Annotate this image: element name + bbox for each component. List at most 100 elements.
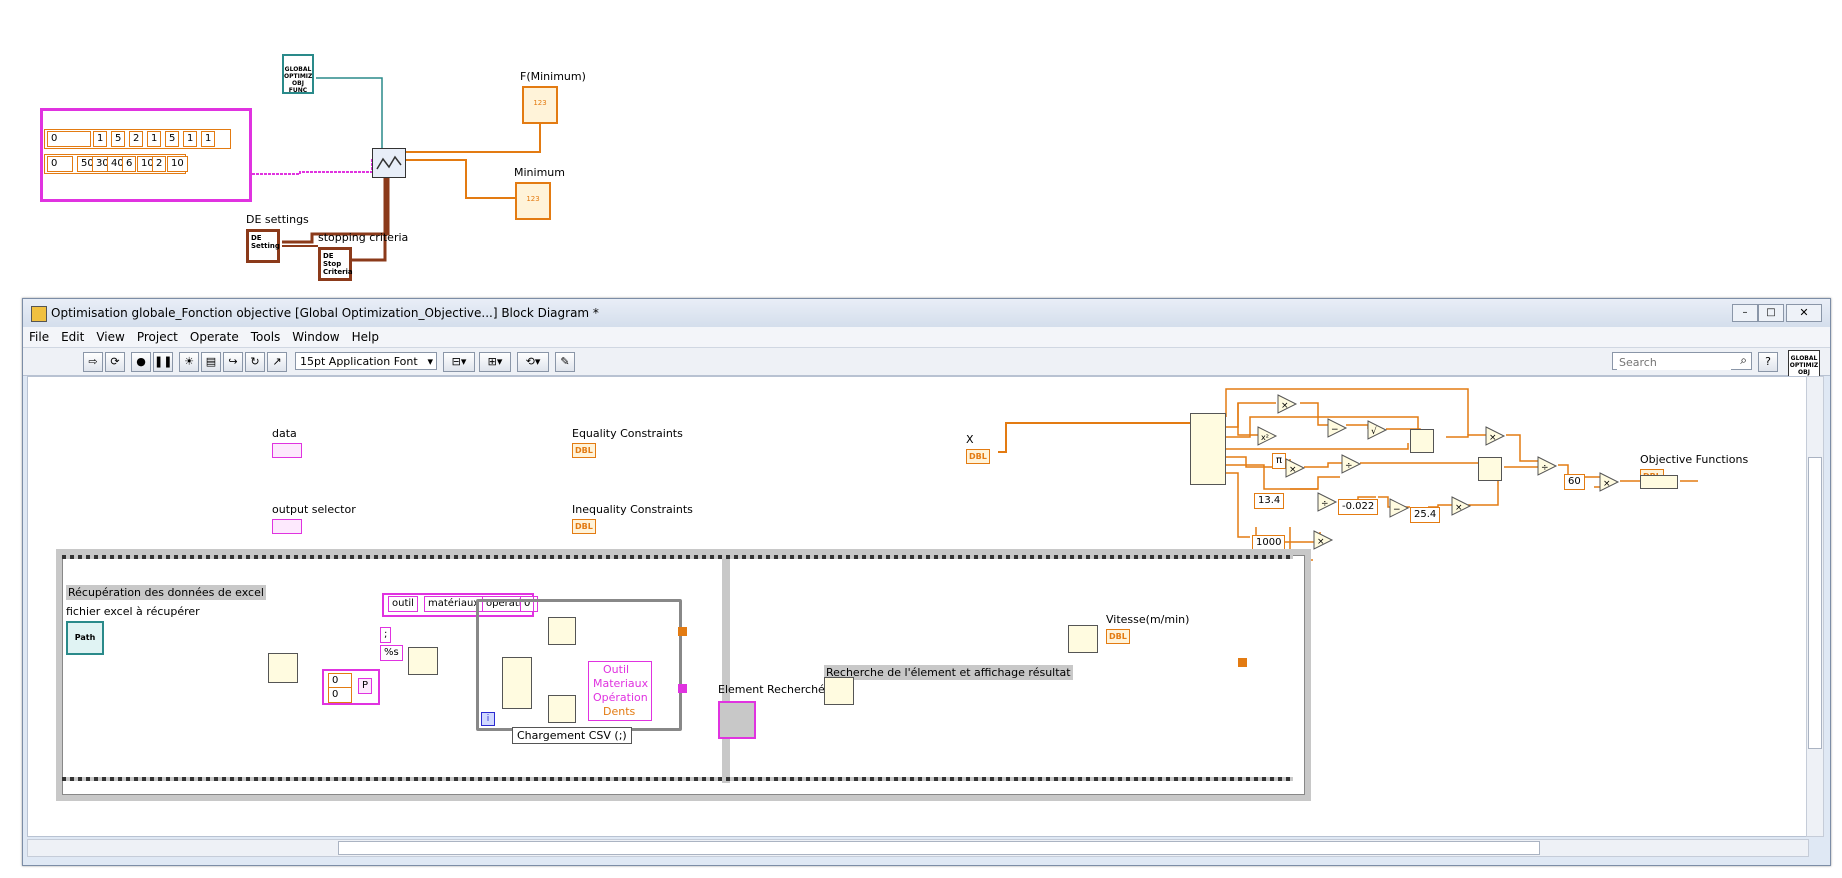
menu-edit[interactable]: Edit	[61, 330, 85, 344]
pause-icon[interactable]: ❚❚	[153, 352, 173, 372]
array-cell[interactable]: 5	[165, 131, 180, 147]
compound-add-node[interactable]	[1410, 429, 1434, 453]
close-button[interactable]: ✕	[1786, 304, 1822, 322]
index-array-node-2[interactable]	[502, 657, 532, 709]
array-cell[interactable]: 1	[201, 131, 216, 147]
minimize-button[interactable]: –	[1732, 304, 1758, 322]
vitesse-terminal[interactable]: DBL	[1106, 629, 1130, 644]
step-into-icon[interactable]: ↪	[223, 352, 243, 372]
const-60[interactable]: 60	[1564, 474, 1585, 490]
stopping-criteria-node[interactable]: DE Stop Criteria	[318, 247, 353, 281]
menu-operate[interactable]: Operate	[189, 330, 239, 344]
p-const[interactable]: P	[358, 678, 373, 694]
array-cell[interactable]: 6	[122, 156, 137, 172]
multiply-node-6[interactable]: ×	[1313, 530, 1334, 550]
index-const-2[interactable]: 0	[328, 687, 352, 703]
cluster-materiaux[interactable]: matériaux	[424, 596, 484, 612]
read-file-node[interactable]	[268, 653, 298, 683]
output-selector-terminal[interactable]	[272, 519, 302, 534]
const-13-4[interactable]: 13.4	[1254, 493, 1285, 509]
cleanup-diagram-icon[interactable]: ✎	[555, 352, 575, 372]
diagram-canvas[interactable]: data output selector Equality Constraint…	[27, 376, 1809, 837]
search-array-node[interactable]	[824, 677, 854, 705]
unbundle-node-2[interactable]	[548, 695, 576, 723]
maximize-button[interactable]: □	[1758, 304, 1784, 322]
abort-icon[interactable]: ●	[131, 352, 151, 372]
retain-values-icon[interactable]: ▤	[201, 352, 221, 372]
menu-view[interactable]: View	[96, 330, 125, 344]
index-array-node[interactable]	[1190, 413, 1226, 485]
sqrt-node[interactable]: √	[1367, 420, 1388, 440]
output-dents: Dents	[603, 705, 636, 718]
multiply-node-5[interactable]: ×	[1451, 496, 1472, 516]
compound-multiply-node[interactable]	[1478, 457, 1502, 481]
unbundle-node[interactable]	[548, 617, 576, 645]
array-index[interactable]: 0	[47, 131, 91, 147]
const-neg-0-022[interactable]: -0.022	[1338, 499, 1379, 515]
index-array-node-3[interactable]	[1068, 625, 1098, 653]
horizontal-scrollbar[interactable]	[27, 839, 1809, 857]
divide-node[interactable]: ÷	[1341, 454, 1362, 474]
font-selector[interactable]: 15pt Application Font ▾	[295, 352, 437, 370]
multiply-node-2[interactable]: ×	[1485, 426, 1506, 446]
array-index[interactable]: 0	[47, 156, 73, 172]
menu-file[interactable]: File	[29, 330, 50, 344]
solver-node[interactable]	[372, 148, 406, 178]
pi-constant[interactable]: π	[1272, 453, 1287, 469]
menu-project[interactable]: Project	[136, 330, 178, 344]
inequality-constraints-terminal[interactable]: DBL	[572, 519, 596, 534]
help-icon[interactable]: ?	[1758, 352, 1778, 372]
global-icon-text: GLOBAL OPTIMIZ OBJ FUNC	[284, 66, 313, 94]
divide-node-2[interactable]: ÷	[1537, 456, 1558, 476]
de-settings-node[interactable]: DE Setting	[246, 229, 280, 263]
menu-window[interactable]: Window	[292, 330, 340, 344]
subtract-node-2[interactable]: −	[1389, 498, 1410, 518]
element-recherche-control[interactable]	[718, 701, 756, 739]
cluster-outil[interactable]: outil	[388, 596, 418, 612]
horizontal-scroll-thumb[interactable]	[338, 841, 1540, 855]
menu-help[interactable]: Help	[351, 330, 379, 344]
global-optimiz-icon[interactable]: GLOBAL OPTIMIZ OBJ FUNC	[282, 54, 314, 94]
array-row-2: 0 50 30 40 6 10 2 10	[44, 154, 188, 174]
to-dbl-node[interactable]	[1640, 475, 1678, 489]
run-arrow-icon[interactable]: ⇨	[83, 352, 103, 372]
equality-constraints-terminal[interactable]: DBL	[572, 443, 596, 458]
array-cell[interactable]: 10	[167, 156, 188, 172]
format-const[interactable]: %s	[380, 645, 403, 661]
square-node[interactable]: x²	[1257, 426, 1278, 446]
svg-text:÷: ÷	[1541, 463, 1549, 473]
step-out-icon[interactable]: ↗	[267, 352, 287, 372]
step-over-icon[interactable]: ↻	[245, 352, 265, 372]
array-cell[interactable]: 2	[152, 156, 167, 172]
spreadsheet-string-node[interactable]	[408, 647, 438, 675]
stopping-icon-text: DE Stop Criteria	[323, 252, 353, 276]
minimum-indicator[interactable]: 123	[515, 182, 551, 220]
multiply-node-4[interactable]: ×	[1599, 472, 1620, 492]
data-terminal[interactable]	[272, 443, 302, 458]
highlight-bulb-icon[interactable]: ☀	[179, 352, 199, 372]
subtract-node[interactable]: −	[1327, 418, 1348, 438]
search-icon[interactable]: ⌕	[1740, 353, 1747, 367]
vertical-scroll-thumb[interactable]	[1808, 457, 1822, 749]
multiply-node[interactable]: ×	[1277, 394, 1298, 414]
array-cell[interactable]: 5	[111, 131, 126, 147]
reorder-icon[interactable]: ⟲▾	[517, 352, 549, 372]
path-control[interactable]: Path	[66, 621, 104, 655]
vertical-scrollbar[interactable]	[1806, 376, 1824, 837]
search-box[interactable]: ⌕	[1612, 352, 1752, 370]
f-minimum-indicator[interactable]: 123	[522, 86, 558, 124]
separator-const[interactable]: ;	[380, 627, 392, 643]
menu-tools[interactable]: Tools	[250, 330, 281, 344]
run-continuous-icon[interactable]: ⟳	[105, 352, 125, 372]
distribute-objects-icon[interactable]: ⊞▾	[479, 352, 511, 372]
multiply-node-3[interactable]: ×	[1285, 458, 1306, 478]
search-input[interactable]	[1617, 354, 1731, 370]
array-cell[interactable]: 2	[129, 131, 144, 147]
divide-node-3[interactable]: ÷	[1317, 492, 1338, 512]
array-cell[interactable]: 1	[183, 131, 198, 147]
align-objects-icon[interactable]: ⊟▾	[443, 352, 475, 372]
x-terminal[interactable]: DBL	[966, 449, 990, 464]
array-cell[interactable]: 1	[93, 131, 108, 147]
const-25-4[interactable]: 25.4	[1410, 507, 1441, 523]
array-cell[interactable]: 1	[147, 131, 162, 147]
